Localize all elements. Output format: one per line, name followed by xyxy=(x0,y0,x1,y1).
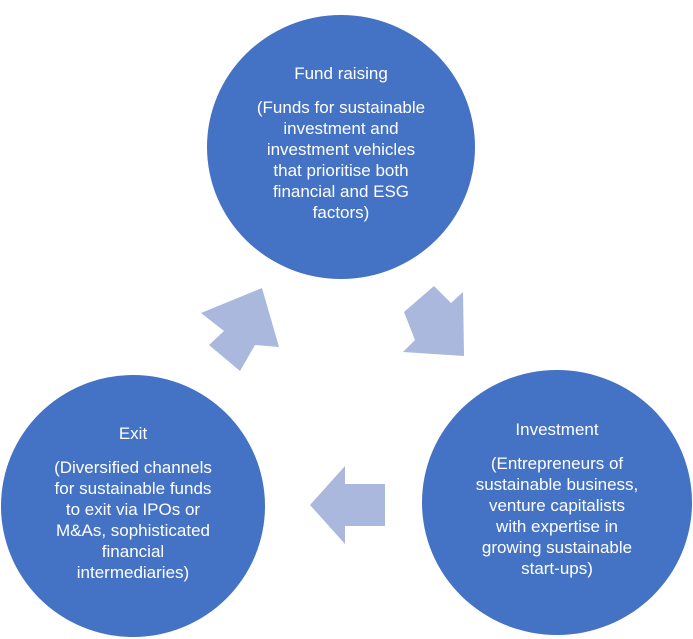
investment-node: Investment (Entrepreneurs of sustainable… xyxy=(422,370,692,635)
fund-raising-description: (Funds for sustainable investment and in… xyxy=(256,98,426,222)
arrow-investment-to-exit xyxy=(310,466,385,544)
arrow-exit-to-fund xyxy=(201,288,279,371)
fund-raising-title: Fund raising xyxy=(294,64,388,83)
exit-node: Exit (Diversified channels for sustainab… xyxy=(1,375,265,637)
exit-description: (Diversified channels for sustainable fu… xyxy=(54,458,212,582)
arrow-fund-to-investment xyxy=(403,286,464,356)
exit-title: Exit xyxy=(118,424,148,443)
fund-raising-node: Fund raising (Funds for sustainable inve… xyxy=(207,15,475,279)
investment-description: (Entrepreneurs of sustainable business, … xyxy=(475,453,639,578)
investment-title: Investment xyxy=(515,419,599,439)
